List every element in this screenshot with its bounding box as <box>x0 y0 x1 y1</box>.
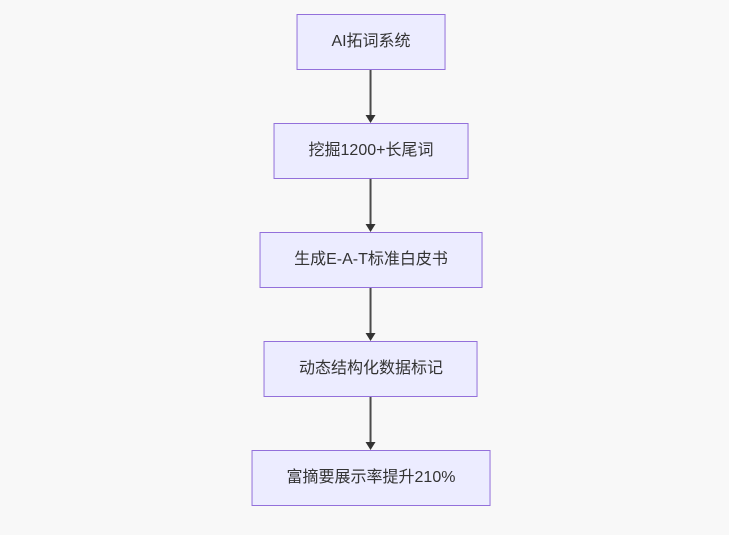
flow-node-ai-expansion: AI拓词系统 <box>296 14 446 70</box>
flow-node-label: 富摘要展示率提升210% <box>286 469 456 486</box>
arrow-down-icon <box>366 442 376 450</box>
flow-edge-3 <box>366 288 376 341</box>
edge-line <box>370 179 372 224</box>
flow-node-structured-data: 动态结构化数据标记 <box>263 341 478 397</box>
arrow-down-icon <box>366 224 376 232</box>
flow-node-longtail-mining: 挖掘1200+长尾词 <box>273 123 469 179</box>
edge-line <box>370 397 372 442</box>
flow-node-rich-snippet-result: 富摘要展示率提升210% <box>251 450 491 506</box>
arrow-down-icon <box>366 115 376 123</box>
flow-edge-2 <box>366 179 376 232</box>
flowchart: AI拓词系统 挖掘1200+长尾词 生成E-A-T标准白皮书 动态结构化数据标记… <box>251 14 491 506</box>
flow-node-label: 生成E-A-T标准白皮书 <box>294 251 448 268</box>
flow-edge-1 <box>366 70 376 123</box>
flow-node-label: AI拓词系统 <box>331 33 411 50</box>
flow-node-label: 挖掘1200+长尾词 <box>308 142 434 159</box>
flow-node-label: 动态结构化数据标记 <box>298 360 443 377</box>
edge-line <box>370 288 372 333</box>
flow-node-eat-whitepaper: 生成E-A-T标准白皮书 <box>259 232 483 288</box>
arrow-down-icon <box>366 333 376 341</box>
edge-line <box>370 70 372 115</box>
flow-edge-4 <box>366 397 376 450</box>
